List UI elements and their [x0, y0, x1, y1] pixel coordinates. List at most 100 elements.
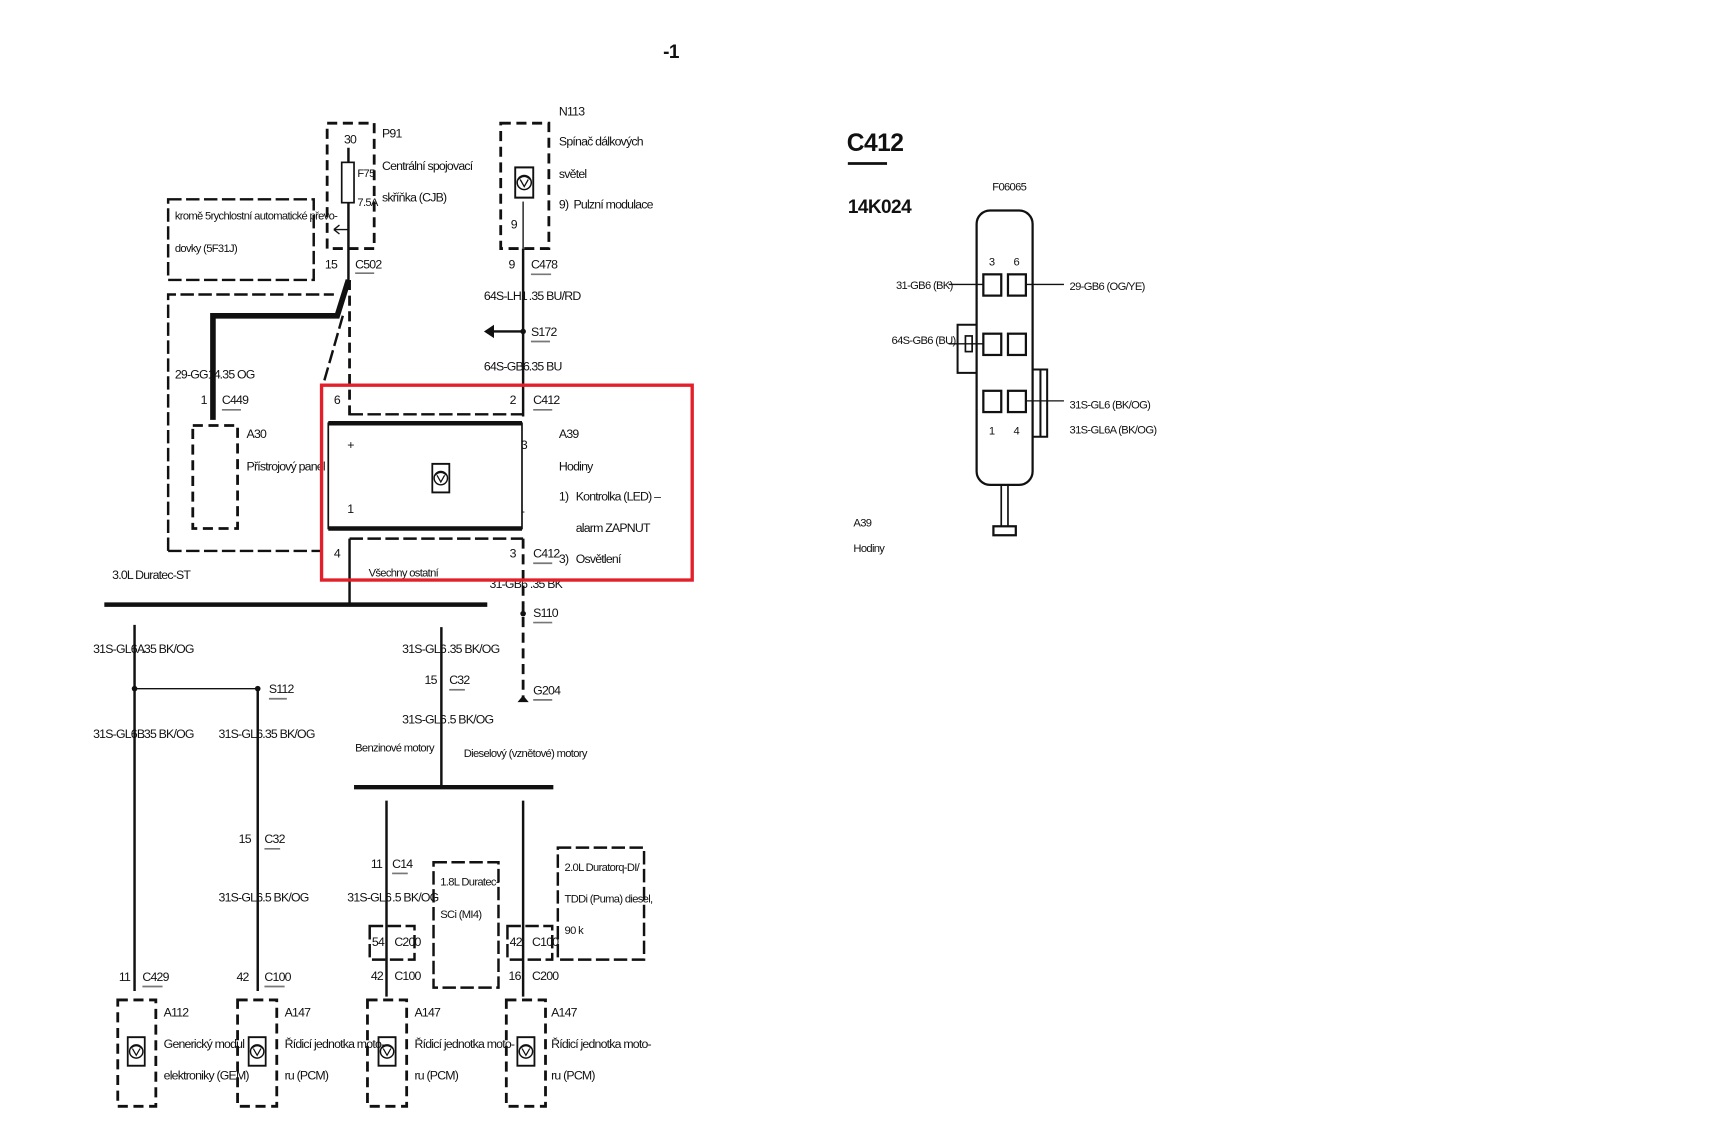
c412-pin: 3 — [510, 547, 517, 561]
c200-label: C200 — [394, 935, 421, 949]
a147-name2: ru (PCM) — [285, 1068, 329, 1082]
wire-circuit: 64S-GB6 — [484, 360, 530, 374]
module-icon — [431, 462, 451, 494]
a39-pin: 3 — [521, 438, 528, 452]
c100-pin: 42 — [371, 969, 384, 983]
wire-gauge: .5 BK/OG — [392, 890, 439, 904]
c32-pin: 15 — [425, 673, 438, 687]
c412-pin: 6 — [334, 393, 341, 407]
highlight-box — [319, 383, 694, 582]
pin2-wire: 64S-GB6 (BU) — [892, 335, 957, 347]
wire-gauge: .35 OG — [220, 367, 255, 381]
a39-note1: Kontrolka (LED) – — [576, 490, 661, 504]
diesel-engines-label: Dieselový (vznětové) motory — [464, 748, 588, 760]
wire-circuit: 31S-GL6 — [219, 727, 264, 741]
wire-gauge: .35 BU/RD — [529, 289, 582, 303]
pin-number: 6 — [1014, 256, 1020, 268]
a39-clock: + 3 1 - — [327, 421, 529, 531]
wire-gauge: .5 BK/OG — [262, 890, 309, 904]
a39-note1b: alarm ZAPNUT — [576, 521, 651, 535]
arrow-left-icon — [483, 324, 494, 339]
all-others-label: Všechny ostatní — [369, 568, 440, 580]
a147-name: Řídicí jednotka moto- — [285, 1036, 385, 1051]
wire-circuit: 31S-GL6 — [347, 890, 392, 904]
n113-note: Pulzní modulace — [574, 197, 654, 211]
a147-id: A147 — [551, 1006, 578, 1020]
pin6-wire: 29-GB6 (OG/YE) — [1070, 281, 1146, 293]
c449-label: C449 — [222, 393, 249, 407]
a147-pcm-3: A147 Řídicí jednotka moto- ru (PCM) — [504, 998, 652, 1108]
c412-label: C412 — [533, 547, 560, 561]
c449-pin: 1 — [201, 393, 208, 407]
pin-number: 3 — [989, 256, 995, 268]
wire-circuit: 31S-GL6 — [402, 642, 447, 656]
c200-label: C200 — [532, 969, 559, 983]
pin3-wire: 31-GB6 (BK) — [896, 280, 954, 292]
wire-gauge: .35 BK/OG — [262, 727, 315, 741]
p91-name2: skříňka (CJB) — [382, 191, 447, 205]
connector-component: A39 — [853, 517, 871, 529]
note-18: 1.8L Duratec- — [440, 877, 500, 889]
a112-gem: A112 Generický modul elektroniky (GEM) — [116, 998, 250, 1108]
c200-pin: 54 — [372, 935, 385, 949]
wire-circuit: 29-GG14 — [175, 367, 221, 381]
wire-circuit: 31S-GL6B — [93, 727, 145, 741]
petrol-engines-label: Benzinové motory — [355, 742, 435, 754]
wire-circuit: 31S-GL6A — [93, 642, 146, 656]
a39-pin: + — [347, 438, 354, 452]
p91-pin: 30 — [344, 132, 357, 146]
a112-name: Generický modul — [164, 1037, 245, 1051]
c100-pin: 42 — [236, 970, 249, 984]
a30-box — [191, 424, 239, 530]
fuse-icon — [340, 161, 355, 204]
c14-pin: 11 — [371, 857, 383, 871]
a147-id: A147 — [414, 1006, 441, 1020]
a30-name: Přístrojový panel — [247, 459, 325, 473]
connector-part: 14K024 — [848, 197, 912, 218]
c14-label: C14 — [392, 857, 413, 871]
wire-29-gg14 — [210, 279, 352, 420]
c32-label: C32 — [449, 673, 470, 687]
wire-gauge: .5 BK/OG — [447, 712, 494, 726]
wire-circuit: 31S-GL6 — [402, 712, 447, 726]
connector-c412-view: C412 14K024 F06065 3 6 1 4 31-GB6 (BK) 2… — [847, 130, 1158, 555]
a147-name: Řídicí jednotka moto- — [414, 1036, 514, 1051]
c100-label: C100 — [264, 970, 291, 984]
pin-number: 1 — [989, 425, 995, 437]
a112-name2: elektroniky (GEM) — [164, 1068, 250, 1082]
c502-pin: 15 — [325, 258, 338, 272]
wire-gauge: .35 BU — [529, 360, 562, 374]
p91-name: Centrální spojovací — [382, 159, 474, 173]
a39-pin: - — [521, 504, 525, 518]
module-icon — [514, 166, 535, 199]
note-box-18 — [432, 860, 500, 989]
wire-gauge: .35 BK/OG — [141, 642, 194, 656]
connector-view-id: F06065 — [992, 181, 1026, 193]
wire-gauge: .35 BK/OG — [447, 642, 500, 656]
note-18-2: SCi (MI4) — [440, 909, 482, 921]
n113-pin: 9 — [511, 217, 518, 231]
n113-note-num: 9) — [559, 197, 569, 211]
c32-pin: 15 — [239, 832, 252, 846]
pin-number: 4 — [1014, 425, 1020, 437]
fuse-rating: 7.5A — [357, 197, 379, 209]
wire-circuit: 31S-GL6 — [219, 890, 264, 904]
page-mark: -1 — [663, 42, 680, 63]
a30-id: A30 — [247, 427, 267, 441]
a39-pin: 1 — [347, 502, 354, 516]
c100-label: C100 — [532, 935, 559, 949]
note-20-2: TDDi (Puma) diesel, — [565, 894, 654, 906]
c100-label: C100 — [394, 969, 421, 983]
p91-id: P91 — [382, 127, 402, 141]
fuse-id: F75 — [357, 168, 375, 180]
a147-name: Řídicí jednotka moto- — [551, 1036, 651, 1051]
pin4-wire: 31S-GL6 (BK/OG) — [1070, 400, 1152, 412]
a147-id: A147 — [285, 1006, 312, 1020]
a147-name2: ru (PCM) — [551, 1068, 595, 1082]
ground-icon — [517, 695, 529, 703]
note-5speed: kromě 5rychlostní automatické převo- — [175, 210, 338, 222]
note-box-20 — [556, 846, 646, 961]
n113-switch: 9 N113 Spínač dálkových světel 9) Pulzní… — [499, 104, 654, 250]
a39-note-num: 1) — [559, 490, 569, 504]
